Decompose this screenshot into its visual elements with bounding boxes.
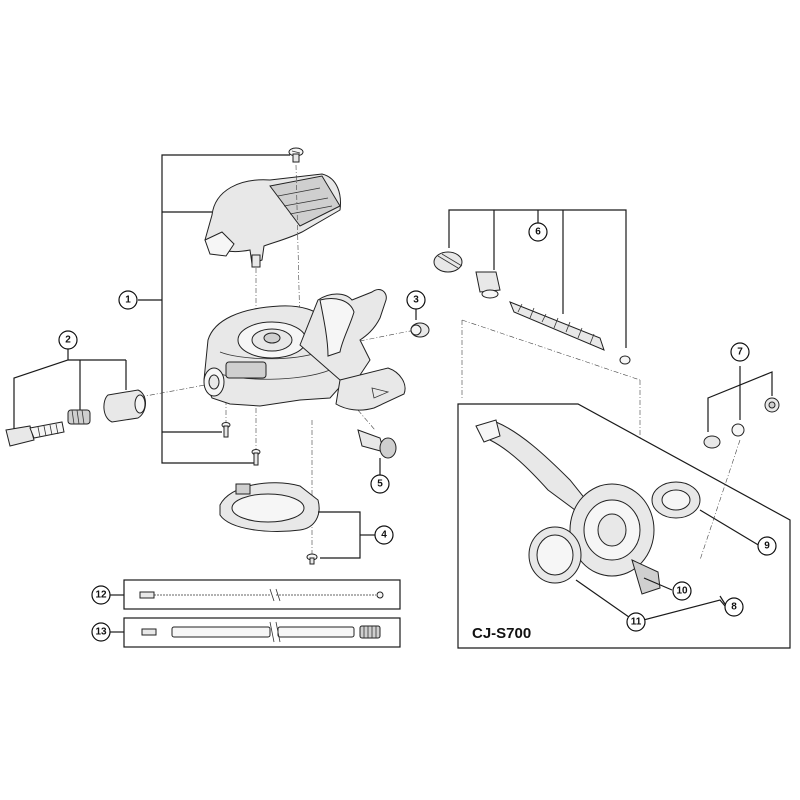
callout-4: 4	[374, 525, 394, 545]
svg-text:8: 8	[731, 602, 737, 613]
callout-1: 1	[118, 290, 138, 310]
callout-2: 2	[58, 330, 78, 350]
svg-text:4: 4	[381, 530, 387, 541]
body-screws	[221, 422, 261, 466]
callout-3: 3	[406, 290, 426, 310]
svg-text:7: 7	[737, 347, 743, 358]
callout-10: 10	[672, 581, 692, 601]
part-12-inner-cable	[123, 579, 401, 610]
svg-text:1: 1	[125, 295, 131, 306]
part-3-cap	[410, 300, 430, 338]
svg-text:10: 10	[676, 586, 688, 597]
part-6-housing-parts	[433, 209, 641, 440]
callout-6: 6	[528, 222, 548, 242]
part-5-bolt	[357, 429, 397, 475]
callout-7: 7	[730, 342, 750, 362]
part-2-barrel-adjuster	[5, 342, 146, 447]
shifter-main-body	[203, 289, 406, 411]
callout-1-leaders	[138, 154, 290, 464]
svg-text:9: 9	[764, 541, 770, 552]
callout-9: 9	[757, 536, 777, 556]
svg-text:6: 6	[535, 227, 541, 238]
part-13-outer-casing	[123, 617, 401, 648]
kit-label: CJ-S700	[472, 625, 531, 642]
callout-13: 13	[91, 622, 111, 642]
svg-text:13: 13	[95, 627, 107, 638]
svg-text:11: 11	[631, 617, 642, 628]
upper-cover	[204, 173, 341, 268]
callout-12: 12	[91, 585, 111, 605]
callout-8: 8	[724, 597, 744, 617]
svg-text:3: 3	[413, 295, 419, 306]
svg-text:5: 5	[377, 479, 383, 490]
cj-s700-kit-box	[457, 403, 791, 649]
part-4-bottom-plate	[219, 482, 375, 565]
svg-text:2: 2	[65, 335, 71, 346]
top-screw	[288, 147, 304, 163]
callout-5: 5	[370, 474, 390, 494]
part-7-small-parts	[699, 366, 780, 561]
svg-text:12: 12	[95, 590, 107, 601]
callout-11: 11	[626, 612, 646, 632]
